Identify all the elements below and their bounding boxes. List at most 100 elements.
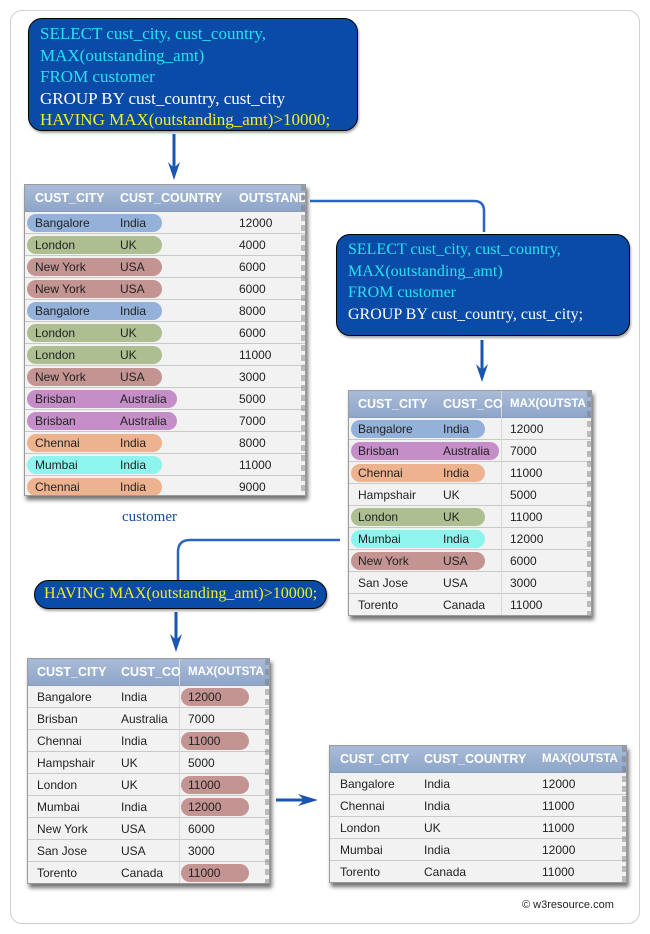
cell-amount: 12000 [239, 215, 273, 230]
header-cust-country: CUST_COUNTRY [120, 191, 223, 205]
passing-value-highlight [181, 688, 249, 706]
cell-amount: 3000 [510, 575, 537, 590]
cell-amount: 6000 [239, 325, 266, 340]
query-line-max: MAX(outstanding_amt) [348, 262, 503, 280]
cell-city: Chennai [340, 798, 385, 813]
cell-country: USA [443, 553, 468, 568]
having-clause-box: HAVING MAX(outstanding_amt)>10000; [34, 580, 328, 609]
cell-city: London [340, 820, 381, 835]
cell-city: New York [35, 281, 86, 296]
header-cust-country: CUST_COUNTRY [424, 752, 527, 766]
table-header: CUST_CITY CUST_COUNTRY OUTSTAND [25, 185, 305, 212]
cell-amount: 6000 [510, 553, 537, 568]
header-outstanding: OUTSTAND [239, 191, 306, 205]
cell-amount: 12000 [188, 799, 222, 814]
query-line-from: FROM customer [40, 67, 155, 86]
table-row: Mumbai India 12000 [349, 528, 591, 550]
query-line-groupby: GROUP BY cust_country, cust_city [40, 88, 286, 108]
cell-city: Mumbai [340, 842, 383, 857]
cell-country: UK [120, 347, 137, 362]
cell-country: Canada [443, 598, 486, 612]
group-highlight [351, 420, 485, 438]
torn-edge [622, 746, 626, 882]
cell-country: India [443, 531, 470, 546]
cell-city: Mumbai [358, 531, 401, 546]
main-query-box: SELECT cust_city, cust_country, MAX(outs… [28, 18, 358, 131]
cell-amount: 3000 [239, 369, 266, 384]
cell-city: Hampshair [358, 487, 417, 502]
cell-city: Chennai [35, 435, 80, 450]
cell-amount: 7000 [510, 443, 537, 458]
cell-city: Bangalore [35, 215, 90, 230]
cell-country: Australia [121, 711, 168, 726]
cell-country: India [443, 465, 470, 480]
cell-city: London [37, 777, 78, 792]
result-table: CUST_CITY CUST_COUNTRY MAX(OUTSTA Bangal… [329, 745, 627, 883]
cell-amount: 8000 [239, 435, 266, 450]
group-highlight [27, 412, 177, 430]
cell-country: USA [120, 281, 145, 296]
cell-country: UK [121, 777, 138, 792]
query-line-select: SELECT cust_city, cust_country, [348, 241, 561, 258]
cell-city: Torento [340, 865, 381, 879]
cell-amount: 11000 [510, 465, 543, 480]
cell-amount: 5000 [239, 391, 266, 406]
cell-country: India [424, 798, 451, 813]
having-clause-text: HAVING MAX(outstanding_amt)>10000; [44, 585, 318, 602]
cell-country: UK [424, 820, 441, 835]
group-highlight [27, 214, 162, 232]
table-row: Torento Canada 11000 [349, 594, 591, 615]
cell-city: London [358, 509, 399, 524]
cell-amount: 11000 [510, 598, 543, 612]
cell-amount: 12000 [510, 531, 544, 546]
cell-country: USA [120, 259, 145, 274]
cell-amount: 11000 [188, 866, 221, 880]
cell-country: India [121, 733, 148, 748]
cell-city: Hampshair [37, 755, 96, 770]
cell-city: San Jose [358, 575, 409, 590]
cell-city: London [35, 325, 76, 340]
group-highlight [27, 368, 162, 386]
torn-edge [587, 391, 591, 615]
group-highlight [27, 280, 162, 298]
group-highlight [351, 442, 499, 460]
cell-amount: 7000 [239, 413, 266, 428]
group-highlight [27, 258, 162, 276]
group-highlight [351, 508, 485, 526]
cell-country: Canada [424, 865, 467, 879]
cell-amount: 11000 [188, 733, 221, 748]
cell-country: Canada [121, 866, 164, 880]
query-line-select: SELECT cust_city, cust_country, [40, 24, 267, 43]
table-header: CUST_CITY CUST_COUNTRY MAX(OUTSTA [330, 746, 626, 773]
header-cust-city: CUST_CITY [37, 665, 107, 679]
group-highlight [27, 390, 177, 408]
cell-city: New York [37, 821, 88, 836]
cell-city: London [35, 347, 76, 362]
table-header: CUST_CITY CUST_CO MAX(OUTSTA [28, 659, 269, 686]
cell-city: Torento [37, 866, 78, 880]
header-cust-city: CUST_CITY [340, 752, 410, 766]
cell-country: UK [121, 755, 138, 770]
torn-divider [501, 391, 502, 615]
passing-value-highlight [181, 776, 249, 794]
cell-city: Torento [358, 598, 399, 612]
